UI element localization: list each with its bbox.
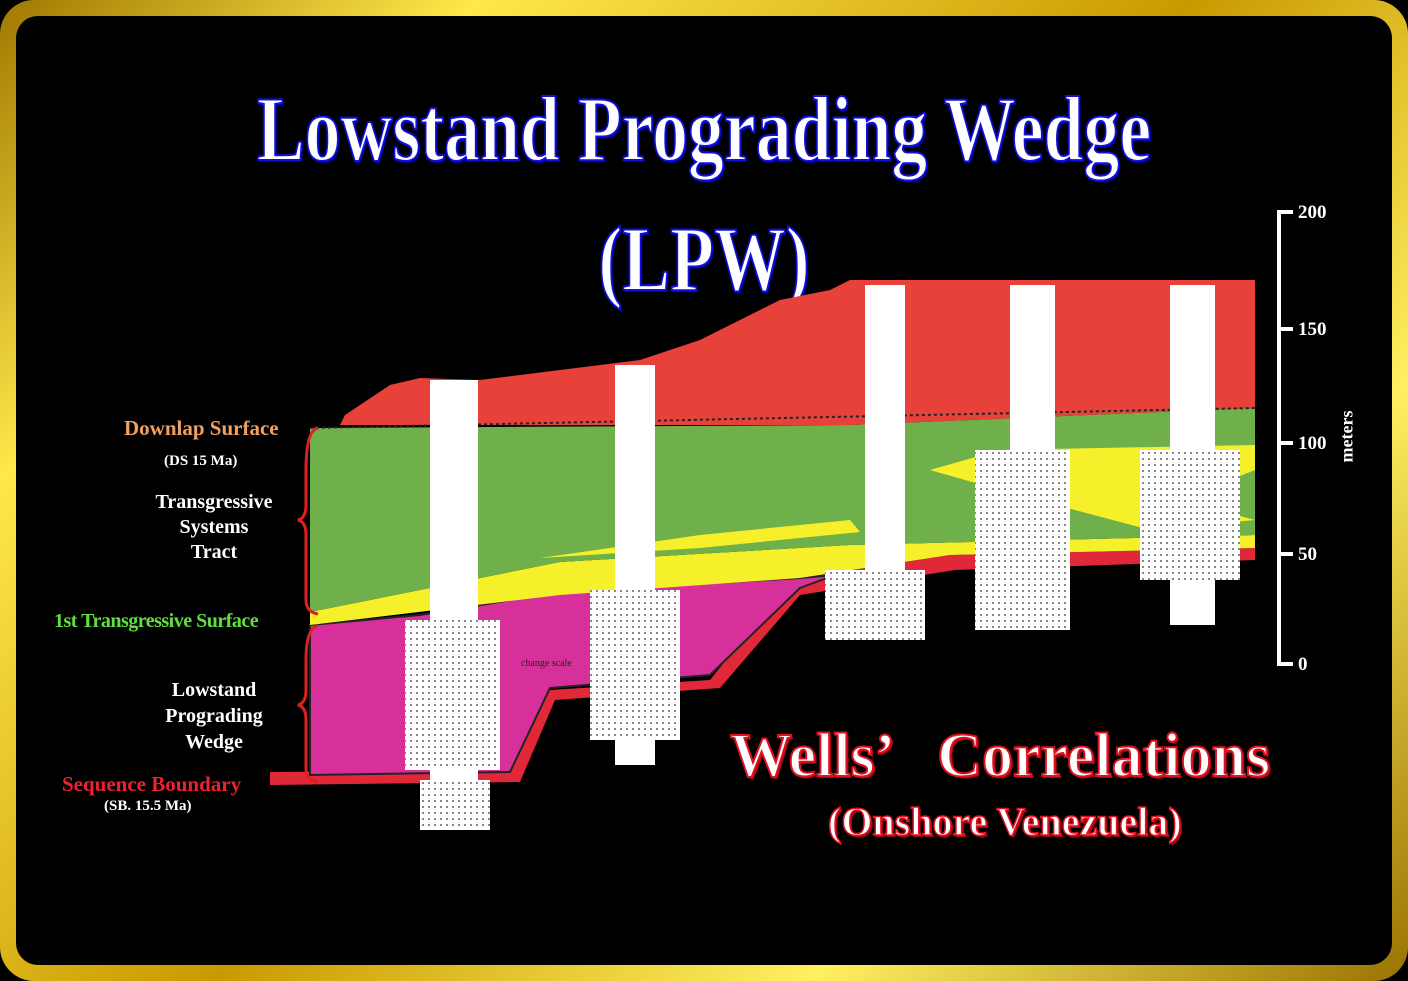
well-4-sand [975, 450, 1070, 630]
well-3-sand [825, 570, 925, 640]
slide-canvas: Lowstand Prograding Wedge (LPW) [16, 16, 1392, 965]
change-scale-note: change scale [521, 658, 572, 669]
downlap-surface-label: Downlap Surface [124, 416, 279, 440]
tst-label-line: Systems [179, 516, 249, 538]
tst-brace [297, 426, 319, 616]
scale-tick-100: 100 [1298, 433, 1327, 454]
well-3 [865, 285, 905, 605]
downlap-age-label: (DS 15 Ma) [164, 453, 238, 469]
scale-tick-0: 0 [1298, 654, 1308, 675]
well-1-sand [405, 620, 500, 770]
wells-correlations-title: Wells’ Correlations [729, 721, 1271, 791]
title-line-2: (LPW) [598, 207, 811, 311]
scale-unit-label: meters [1336, 410, 1357, 463]
first-transgressive-surface-label: 1st Transgressive Surface [54, 610, 259, 632]
title-line-1: Lowstand Prograding Wedge [256, 77, 1152, 181]
lpw-label-line: Wedge [185, 731, 243, 753]
cross-section-diagram [270, 210, 1293, 830]
tst-label-line: Transgressive [155, 491, 273, 513]
onshore-venezuela-subtitle: (Onshore Venezuela) [827, 798, 1182, 845]
lpw-brace [297, 624, 319, 784]
depth-scale [1277, 210, 1293, 666]
scale-tick-150: 150 [1298, 319, 1327, 340]
scale-tick-50: 50 [1298, 544, 1317, 565]
scale-tick-200: 200 [1298, 202, 1327, 223]
well-1-sand [420, 780, 490, 830]
tst-label-line: Tract [190, 541, 238, 563]
lpw-label-line: Prograding [165, 705, 263, 727]
lpw-label: Lowstand Prograding Wedge [144, 677, 284, 755]
well-logs [405, 285, 1240, 830]
sequence-boundary-label: Sequence Boundary [62, 772, 242, 796]
well-2-sand [590, 590, 680, 740]
sb-age-label: (SB. 15.5 Ma) [104, 798, 192, 814]
well-5-sand [1140, 450, 1240, 580]
lpw-label-line: Lowstand [171, 679, 257, 701]
tst-label: Transgressive Systems Tract [144, 490, 284, 565]
